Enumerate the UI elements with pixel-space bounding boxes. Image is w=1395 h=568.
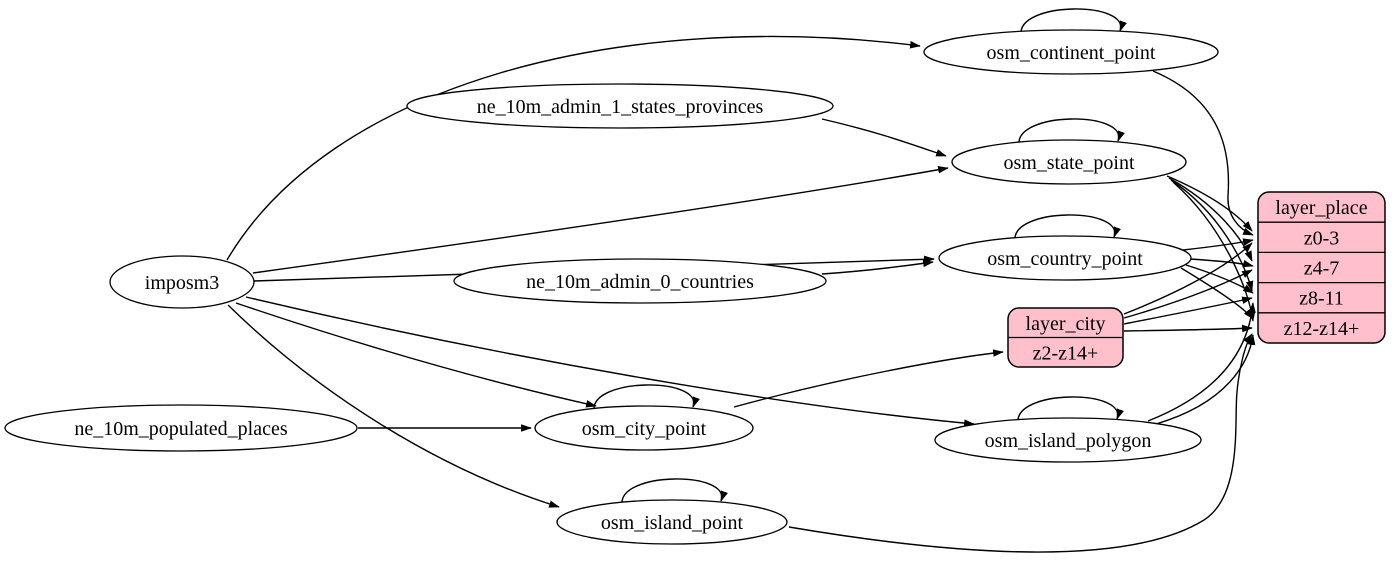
node-ne_10m_admin_0_countries: ne_10m_admin_0_countries [453,258,827,304]
ellipse-osm_island_polygon [934,417,1202,463]
edge-osm_island_polygon-to-osm_island_polygon [1017,396,1124,424]
node-osm_island_polygon: osm_island_polygon [934,417,1202,463]
edge-ne_10m_admin_1_states_provinces-to-osm_state_point [821,118,947,157]
label-ne_10m_admin_0_countries: ne_10m_admin_0_countries [526,271,754,293]
label-osm_island_polygon: osm_island_polygon [985,430,1152,452]
node-osm_city_point: osm_city_point [534,405,754,451]
ellipse-ne_10m_populated_places [4,404,358,452]
edge-osm_country_point-to-layer_place-z12-z14+ [1180,267,1254,320]
label-osm_state_point: osm_state_point [1003,152,1135,174]
edge-imposm3-to-osm_city_point [235,302,597,408]
edge-imposm3-to-osm_island_point [227,304,560,508]
label-osm_country_point: osm_country_point [987,248,1143,270]
edge-osm_state_point-to-layer_place-z4-7 [1168,177,1253,262]
edge-osm_country_point-to-layer_place-z0-3 [1182,238,1254,251]
label-z4-7: z4-7 [1304,258,1340,280]
label-ne_10m_admin_1_states_provinces: ne_10m_admin_1_states_provinces [477,96,764,118]
ellipse-ne_10m_admin_0_countries [453,258,827,304]
edge-imposm3-to-osm_state_point [252,166,949,274]
edge-osm_island_point-to-layer_place-z12-z14+ [788,333,1253,553]
edge-imposm3-to-osm_island_polygon [245,296,975,427]
edge-layer_city-to-layer_place-z4-7 [1123,269,1253,319]
ellipse-imposm3 [109,255,255,309]
ellipse-osm_island_point [556,499,788,545]
edge-osm_city_point-to-layer_city-z2-z14+ [733,349,1004,408]
label-z2-z14+: z2-z14+ [1033,342,1099,364]
label-z8-11: z8-11 [1299,288,1344,310]
label-z0-3: z0-3 [1304,227,1340,249]
edge-osm_island_polygon-to-layer_place-z8-11 [1147,302,1256,422]
edge-imposm3-to-osm_continent_point [226,35,921,261]
edge-osm_state_point-to-layer_place-z0-3 [1166,175,1253,232]
node-osm_state_point: osm_state_point [951,139,1187,185]
edge-osm_city_point-to-osm_city_point [593,384,700,412]
label-imposm3: imposm3 [145,272,219,294]
edge-osm_state_point-to-layer_place-z8-11 [1170,179,1254,292]
edge-osm_country_point-to-osm_country_point [1014,214,1121,242]
edge-layer_city-to-layer_place-z12-z14+ [1123,324,1253,333]
label-osm_continent_point: osm_continent_point [987,42,1156,64]
edge-ne_10m_admin_0_countries-to-osm_country_point [821,259,934,275]
ellipse-osm_city_point [534,405,754,451]
edge-osm_country_point-to-layer_place-z8-11 [1185,264,1254,294]
label-ne_10m_populated_places: ne_10m_populated_places [74,418,287,440]
edge-osm_continent_point-to-osm_continent_point [1020,8,1127,36]
node-layer_city: layer_city z2-z14+ [1007,307,1124,368]
ellipse-ne_10m_admin_1_states_provinces [406,83,834,129]
node-osm_island_point: osm_island_point [556,499,788,545]
label-z12-z14+: z12-z14+ [1284,318,1360,340]
label-osm_city_point: osm_city_point [582,418,707,440]
node-osm_continent_point: osm_continent_point [923,29,1219,75]
label-layer_place: layer_place [1275,197,1367,219]
label-layer_city: layer_city [1026,313,1106,335]
node-osm_country_point: osm_country_point [938,235,1192,281]
edge-osm_island_point-to-osm_island_point [621,478,728,506]
node-layer_place: layer_place z0-3 z4-7 z8-11 z12-z14+ [1257,191,1386,344]
node-ne_10m_admin_1_states_provinces: ne_10m_admin_1_states_provinces [406,83,834,129]
edge-osm_continent_point-to-layer_place-z0-3 [1152,70,1254,236]
node-layer: imposm3 ne_10m_admin_1_states_provincesne… [4,29,1386,545]
record-layer_place [1257,191,1386,344]
edge-layer_city-to-layer_place-z0-3 [1123,242,1253,315]
ellipse-osm_country_point [938,235,1192,281]
edge-osm_island_polygon-to-layer_place-z12-z14+ [1155,334,1256,425]
label-osm_island_point: osm_island_point [601,512,744,534]
node-imposm3: imposm3 [109,255,255,309]
ellipse-osm_state_point [951,139,1187,185]
edge-layer_city-to-layer_place-z8-11 [1123,296,1253,325]
edge-osm_state_point-to-osm_state_point [1018,118,1125,146]
node-ne_10m_populated_places: ne_10m_populated_places [4,404,358,452]
ellipse-osm_continent_point [923,29,1219,75]
